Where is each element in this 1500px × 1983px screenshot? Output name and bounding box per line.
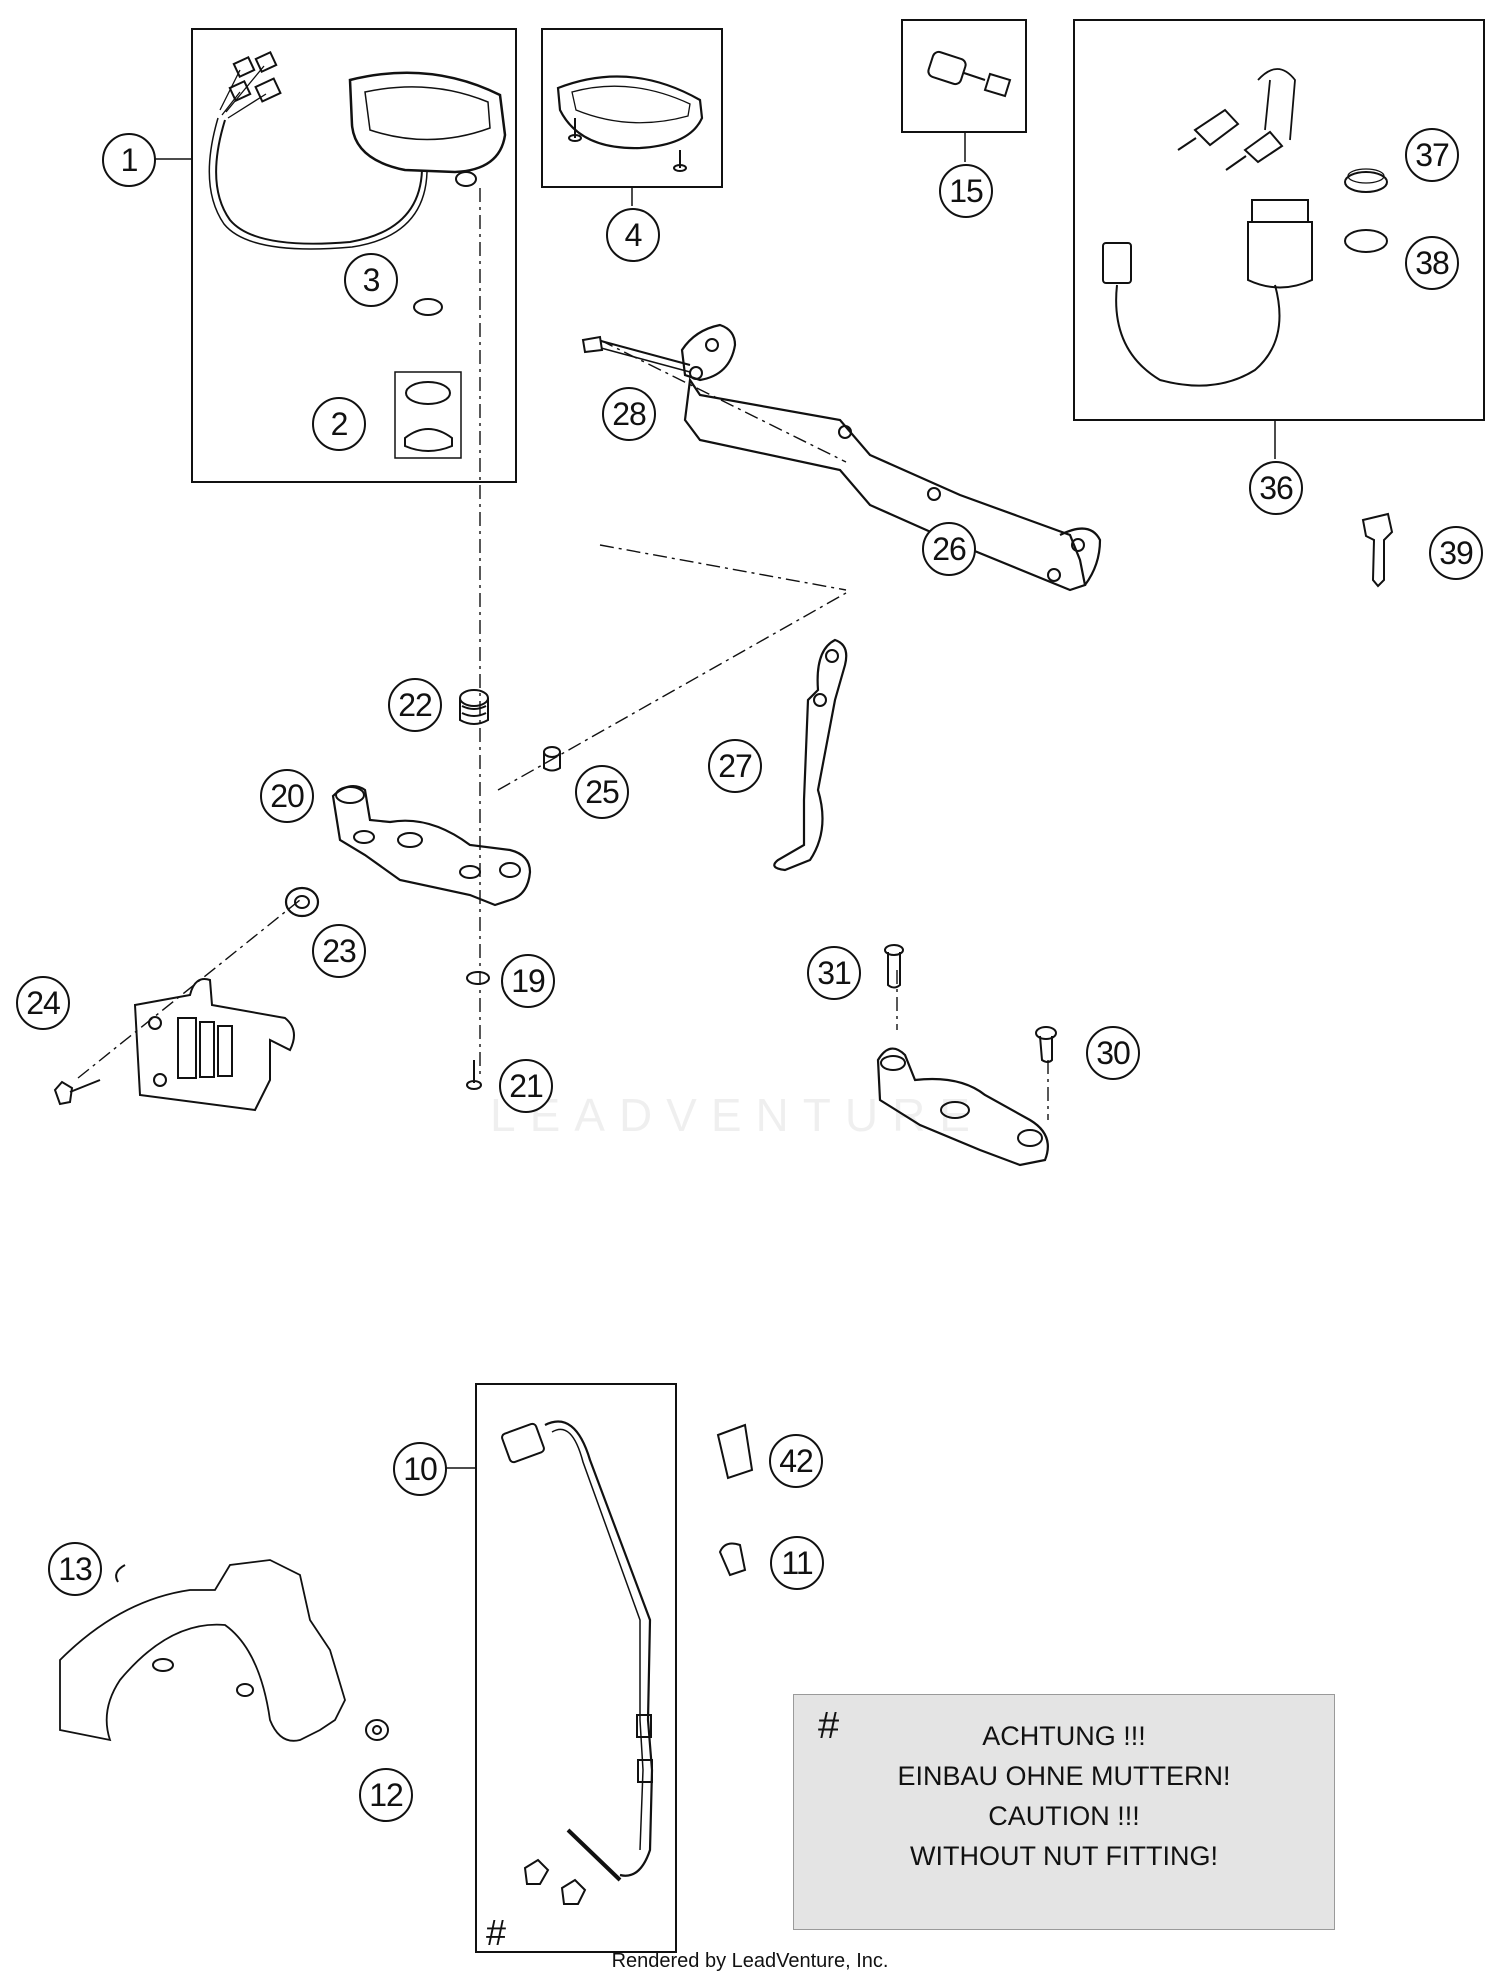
bracket-20-part (331, 785, 532, 907)
callout-10[interactable]: 10 (393, 1442, 447, 1496)
lock-part (927, 50, 1012, 98)
note-line-1: ACHTUNG !!! (982, 1721, 1146, 1751)
callout-30[interactable]: 30 (1086, 1026, 1140, 1080)
group-box-speedometer (191, 28, 517, 483)
bracket-26-part (680, 323, 1102, 592)
group-box-sensor (475, 1383, 677, 1953)
bracket-27-part (773, 638, 848, 872)
callout-24[interactable]: 24 (16, 976, 70, 1030)
callout-26[interactable]: 26 (922, 522, 976, 576)
callout-23[interactable]: 23 (312, 924, 366, 978)
callout-36[interactable]: 36 (1249, 461, 1303, 515)
caution-note: # ACHTUNG !!! EINBAU OHNE MUTTERN! CAUTI… (793, 1694, 1335, 1930)
spacer-12-part (365, 1719, 389, 1741)
callout-2[interactable]: 2 (312, 397, 366, 451)
spacer-25-part (543, 746, 561, 772)
plate-24-part (53, 978, 295, 1112)
bezel-part (556, 75, 704, 172)
cover-set-part (394, 371, 462, 459)
note-line-3: CAUTION !!! (988, 1801, 1140, 1831)
speedometer-part (208, 50, 507, 250)
callout-27[interactable]: 27 (708, 739, 762, 793)
clip-42-part (716, 1423, 754, 1480)
callout-42[interactable]: 42 (769, 1434, 823, 1488)
brake-disc-part (59, 1559, 346, 1742)
callout-1[interactable]: 1 (102, 133, 156, 187)
group-box-lock (901, 19, 1027, 133)
callout-37[interactable]: 37 (1405, 128, 1459, 182)
key-39-part (1361, 512, 1394, 588)
callout-25[interactable]: 25 (575, 765, 629, 819)
watermark: LEADVENTURE (490, 1089, 984, 1141)
bolt-28-part (581, 335, 691, 373)
callout-19[interactable]: 19 (501, 954, 555, 1008)
note-line-4: WITHOUT NUT FITTING! (910, 1841, 1218, 1871)
callout-31[interactable]: 31 (807, 946, 861, 1000)
callout-39[interactable]: 39 (1429, 526, 1483, 580)
callout-4[interactable]: 4 (606, 208, 660, 262)
sensor-cable-part (501, 1420, 654, 1905)
callout-28[interactable]: 28 (602, 387, 656, 441)
callout-3[interactable]: 3 (344, 253, 398, 307)
cap-part (413, 298, 443, 316)
note-hash-marker: # (818, 1705, 840, 1747)
callout-15[interactable]: 15 (939, 164, 993, 218)
callout-38[interactable]: 38 (1405, 236, 1459, 290)
ignition-switch-part (1102, 68, 1313, 387)
ring-37-part (1344, 171, 1388, 193)
callout-12[interactable]: 12 (359, 1768, 413, 1822)
sensor-hash-marker: # (486, 1912, 507, 1953)
clamp-11-part (718, 1542, 747, 1577)
pin-31-part (884, 944, 904, 989)
grommet-22-part (459, 689, 489, 725)
callout-20[interactable]: 20 (260, 769, 314, 823)
pin-30-part (1035, 1026, 1057, 1063)
damper-23-part (284, 886, 320, 918)
note-line-2: EINBAU OHNE MUTTERN! (897, 1761, 1231, 1791)
callout-11[interactable]: 11 (770, 1536, 824, 1590)
callout-22[interactable]: 22 (388, 678, 442, 732)
footer-credit: Rendered by LeadVenture, Inc. (611, 1950, 889, 1972)
callout-13[interactable]: 13 (48, 1542, 102, 1596)
callout-21[interactable]: 21 (499, 1059, 553, 1113)
ring-38-part (1344, 229, 1388, 253)
screw-21-part (466, 1060, 482, 1090)
bracket-lower-part (876, 1047, 1049, 1167)
group-box-ignition (1073, 19, 1485, 421)
washer-19-part (466, 971, 490, 985)
